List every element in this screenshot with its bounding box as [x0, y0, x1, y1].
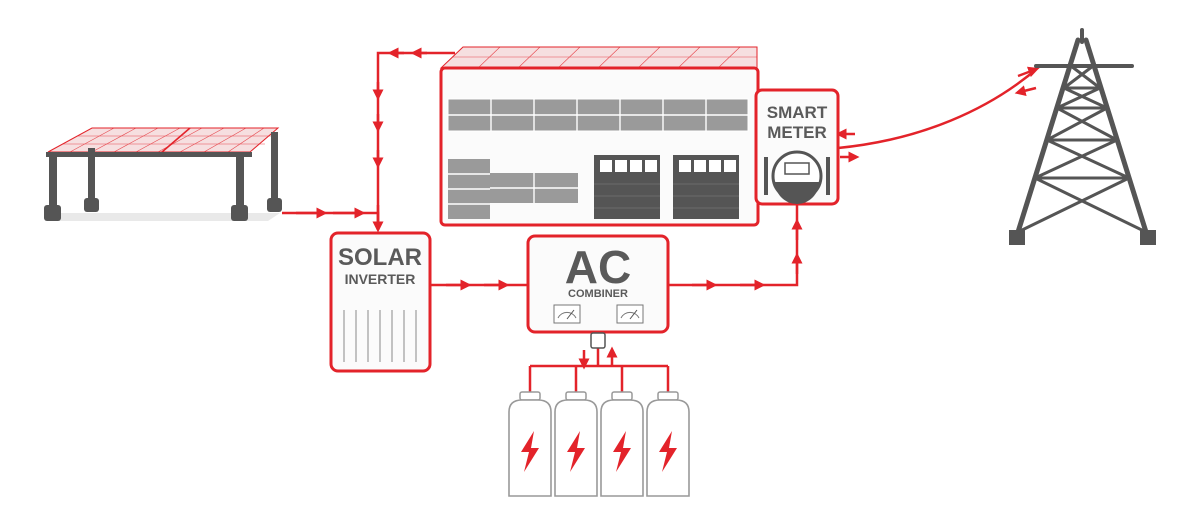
lightning-bolt-icon	[567, 431, 585, 472]
gauge-icon	[616, 304, 644, 324]
lightning-bolt-icon	[613, 431, 631, 472]
lightning-bolt-icon	[659, 431, 677, 472]
inverter-label-line2: INVERTER	[345, 271, 416, 287]
solar-inverter-box: SOLAR INVERTER	[329, 231, 432, 373]
arrow-icon	[1014, 85, 1037, 97]
arrow-icon	[1017, 66, 1040, 78]
combiner-title: AC	[565, 241, 631, 293]
meter-label-line1: SMART	[767, 103, 828, 122]
meter-label-line2: METER	[767, 123, 827, 142]
smart-meter-icon	[764, 150, 830, 204]
combiner-connector	[590, 332, 606, 349]
smart-meter-box: SMART METER	[754, 88, 840, 206]
combiner-subtitle: COMBINER	[568, 288, 628, 300]
battery-icon	[600, 391, 644, 497]
tower-foot	[1140, 230, 1156, 245]
tower-foot	[1009, 230, 1025, 245]
gauge-icon	[553, 304, 581, 324]
flow-arrows	[296, 47, 1040, 370]
inverter-label-line1: SOLAR	[338, 244, 422, 271]
lightning-bolt-icon	[521, 431, 539, 472]
battery-icon	[646, 391, 690, 497]
inverter-vent	[343, 310, 417, 362]
battery-icon	[508, 391, 552, 497]
power-tower-icon	[1015, 28, 1149, 235]
battery-icon	[554, 391, 598, 497]
ac-combiner-box: AC COMBINER	[526, 234, 670, 349]
solar-carport-icon	[44, 127, 282, 221]
rooftop-solar-building-icon	[439, 46, 760, 227]
battery-bank	[508, 391, 690, 497]
